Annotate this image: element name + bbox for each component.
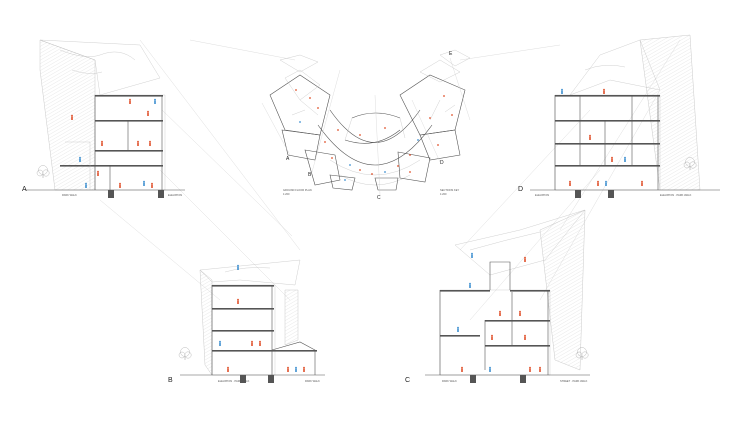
plan-marker-e: E	[449, 51, 453, 57]
plan-title-right: SECTIONS KEY	[440, 188, 459, 192]
section-d-level-right: ELEVATION · PARK WALK	[660, 193, 692, 197]
section-b: B ELEVATION · PARK WALK PARK WALK	[168, 259, 325, 384]
section-d-marker: D	[518, 186, 523, 193]
section-a: A PARK WALK ELEVATION	[22, 39, 185, 198]
projection-lines	[99, 39, 681, 321]
plan-marker-a: A	[286, 156, 290, 162]
plan-title-left: GROUND FLOOR PLAN	[283, 188, 312, 192]
section-c-marker: C	[405, 377, 410, 384]
section-d-level-left: ELEVATION	[535, 193, 549, 197]
section-c-level-right: STREET · PARK WALK	[560, 379, 588, 383]
section-b-marker: B	[168, 377, 173, 384]
plan-marker-c: C	[377, 195, 381, 201]
section-c-level-left: PARK WALK	[442, 379, 457, 383]
section-c: C PARK WALK STREET · PARK WALK	[405, 209, 590, 384]
section-d: D ELEVATION ELEVATION · PARK WALK	[518, 34, 720, 198]
plan-scale-right: 1:200	[440, 192, 447, 196]
section-a-marker: A	[22, 186, 27, 193]
floor-plan: A B C D E GROUND FLOOR PLAN 1:200 SECTIO…	[261, 49, 471, 201]
plan-marker-b: B	[308, 172, 312, 178]
section-a-level-left: PARK WALK	[62, 193, 77, 197]
plan-scale-left: 1:200	[283, 192, 290, 196]
plan-marker-d: D	[440, 160, 444, 166]
section-a-level-right: ELEVATION	[168, 193, 182, 197]
section-b-level-left: ELEVATION · PARK WALK	[218, 379, 250, 383]
section-b-level-right: PARK WALK	[305, 379, 320, 383]
